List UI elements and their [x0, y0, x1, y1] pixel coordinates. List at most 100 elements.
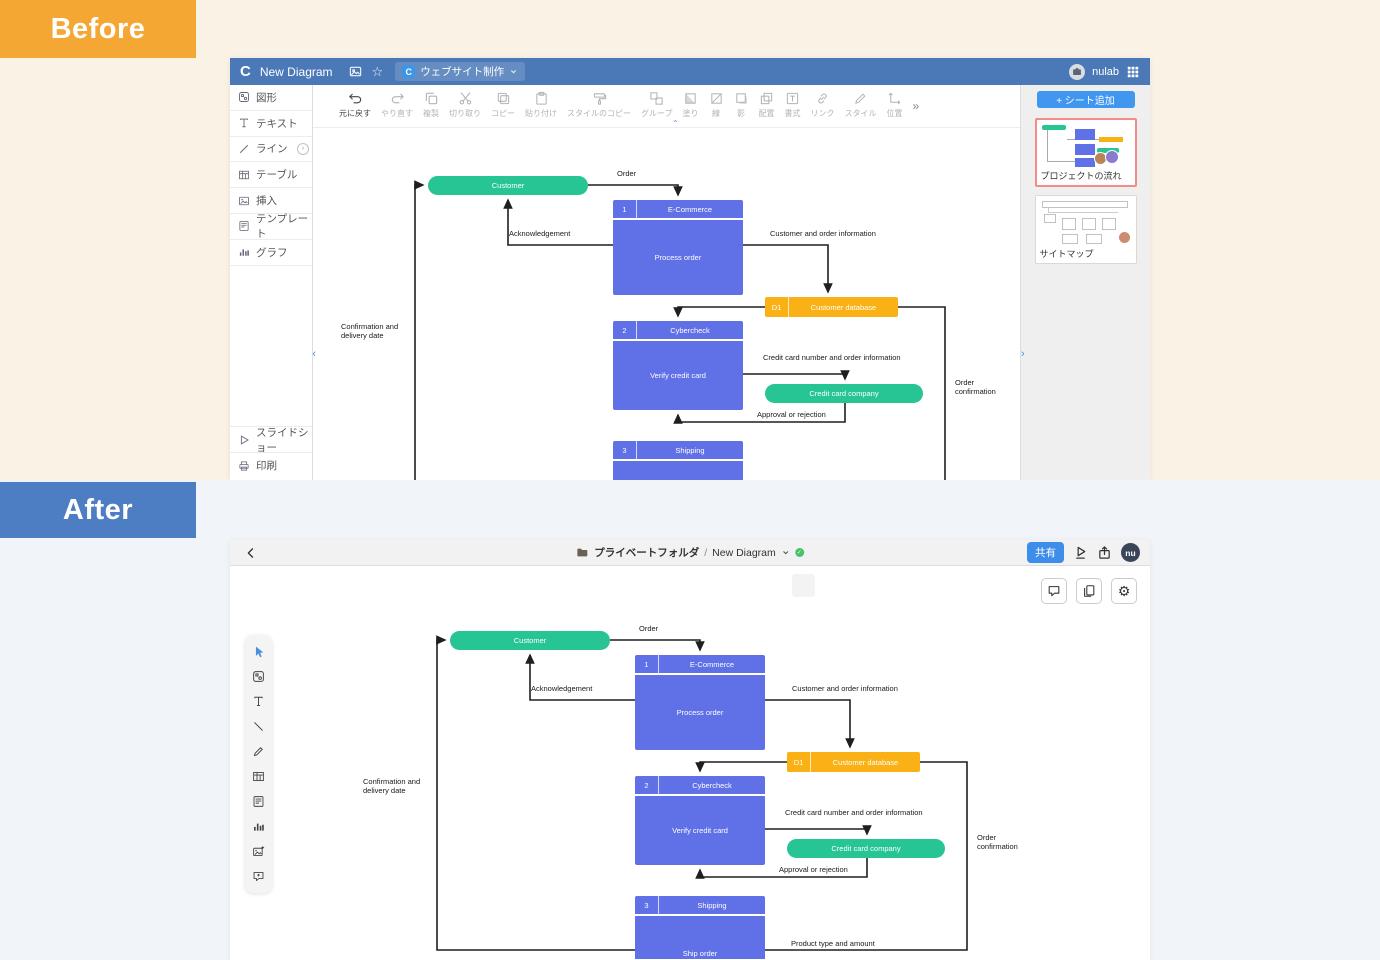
- presentation-play-icon[interactable]: [1073, 545, 1088, 560]
- toolbar-copy-style-button[interactable]: スタイルのコピー: [567, 91, 631, 119]
- sidebar-item-chart[interactable]: グラフ: [230, 240, 312, 266]
- sheet-thumbnail-project-flow[interactable]: プロジェクトの流れ: [1034, 118, 1137, 187]
- toolbar-undo-button[interactable]: 元に戻す: [339, 91, 371, 119]
- sheet-thumbnail-sitemap[interactable]: サイトマップ: [1034, 195, 1137, 264]
- flow-node-credit-card-company[interactable]: Credit card company: [765, 384, 923, 403]
- toolbar-shadow-button[interactable]: 影: [734, 91, 749, 119]
- sidebar-item-slideshow[interactable]: スライドショー: [230, 426, 312, 454]
- sheets-button[interactable]: [1076, 578, 1102, 604]
- flow-node-ecommerce[interactable]: 1 E-Commerce Process order: [613, 200, 743, 295]
- flow-node-customer-database[interactable]: D1 Customer database: [765, 297, 898, 317]
- toolbar-group-button[interactable]: グループ: [641, 91, 673, 119]
- pen-tool[interactable]: [245, 739, 272, 764]
- edge-label-customer-info[interactable]: Customer and order information: [770, 229, 876, 238]
- edge-label-product-type[interactable]: Product type and amount: [791, 939, 875, 948]
- sidebar-item-print[interactable]: 印刷: [230, 452, 312, 478]
- flow-node-customer[interactable]: Customer: [450, 631, 610, 650]
- edge-label-acknowledgement[interactable]: Acknowledgement: [509, 229, 571, 238]
- flow-node-customer[interactable]: Customer: [428, 176, 588, 195]
- line-tool[interactable]: [245, 714, 272, 739]
- collapse-sheets-chevron[interactable]: ›: [1021, 348, 1025, 360]
- edge-label-order[interactable]: Order: [639, 624, 659, 633]
- nulab-account-badge[interactable]: nu: [1121, 543, 1140, 562]
- toolbar-link-button[interactable]: リンク: [811, 91, 835, 119]
- edge-label-approval[interactable]: Approval or rejection: [779, 865, 848, 874]
- export-icon[interactable]: [1097, 545, 1112, 560]
- edge-label-confirmation-date[interactable]: Confirmation and delivery date: [363, 777, 421, 796]
- flow-node-customer-database[interactable]: D1 Customer database: [787, 752, 920, 772]
- toolbar-fill-button[interactable]: 塗り: [683, 91, 699, 119]
- image-icon: [239, 196, 249, 205]
- settings-button[interactable]: ⚙: [1111, 578, 1137, 604]
- node-number: 2: [613, 321, 637, 339]
- sidebar-item-table[interactable]: テーブル: [230, 162, 312, 189]
- toolbar-cut-button[interactable]: 切り取り: [449, 91, 481, 119]
- avatar[interactable]: [1069, 63, 1086, 80]
- sidebar-item-shapes[interactable]: 図形: [230, 85, 312, 111]
- node-title: Cybercheck: [670, 325, 710, 335]
- cacoo-badge-icon: C: [402, 65, 416, 78]
- toolbar-duplicate-button[interactable]: 複製: [423, 91, 439, 119]
- cover-image-icon[interactable]: [348, 64, 363, 79]
- diagram-title[interactable]: New Diagram: [712, 546, 776, 559]
- legacy-canvas[interactable]: Customer 1 E-Commerce Process order D1 C…: [313, 128, 1020, 480]
- toolbar-format-button[interactable]: 書式: [785, 91, 801, 119]
- sidebar-item-line[interactable]: ライン ›: [230, 137, 312, 163]
- sidebar-item-insert[interactable]: 挿入: [230, 188, 312, 214]
- toolbar-arrange-button[interactable]: 配置: [759, 91, 775, 119]
- node-number: 1: [635, 655, 659, 673]
- flow-node-cybercheck[interactable]: 2 Cybercheck Verify credit card: [613, 321, 743, 410]
- flow-node-ecommerce[interactable]: 1 E-Commerce Process order: [635, 655, 765, 750]
- flow-node-shipping[interactable]: 3 Shipping Ship order: [613, 441, 743, 480]
- star-icon[interactable]: ☆: [371, 64, 384, 79]
- toolbar-copy-button[interactable]: コピー: [491, 91, 515, 119]
- toolbar-paste-button[interactable]: 貼り付け: [525, 91, 557, 119]
- edge-label-cc-number[interactable]: Credit card number and order information: [763, 353, 901, 362]
- edge-label-customer-info[interactable]: Customer and order information: [792, 684, 898, 693]
- edge-label-acknowledgement[interactable]: Acknowledgement: [531, 684, 593, 693]
- comments-button[interactable]: [1041, 578, 1067, 604]
- printer-icon: [239, 461, 249, 471]
- edge-label-cc-number[interactable]: Credit card number and order information: [785, 808, 923, 817]
- share-button[interactable]: 共有: [1027, 542, 1064, 563]
- edge-label-confirmation-date[interactable]: Confirmation and delivery date: [341, 322, 399, 341]
- toolbar-style-button[interactable]: スタイル: [845, 91, 877, 119]
- edge-label-approval[interactable]: Approval or rejection: [757, 410, 826, 419]
- table-tool[interactable]: [245, 764, 272, 789]
- sidebar-item-text[interactable]: テキスト: [230, 111, 312, 137]
- back-chevron-icon[interactable]: [245, 547, 257, 559]
- sidebar-item-template[interactable]: テンプレート: [230, 213, 312, 240]
- collapse-sidebar-chevron[interactable]: ‹: [312, 348, 316, 360]
- chevron-down-icon[interactable]: [781, 548, 790, 557]
- image-tool[interactable]: [245, 839, 272, 864]
- toolbar-collapse-caret[interactable]: ⌃: [672, 119, 679, 128]
- toolbar-more-button[interactable]: »: [912, 99, 920, 113]
- add-sheet-button[interactable]: + シート追加: [1036, 91, 1135, 108]
- new-canvas[interactable]: ⚙: [230, 566, 1150, 959]
- chevron-down-icon: [511, 70, 517, 74]
- flow-node-cybercheck[interactable]: 2 Cybercheck Verify credit card: [635, 776, 765, 865]
- chevron-right-icon[interactable]: ›: [297, 142, 309, 155]
- flow-node-shipping[interactable]: 3 Shipping Ship order: [635, 896, 765, 959]
- edge-label-order-confirmation[interactable]: Order confirmation: [977, 833, 1018, 852]
- after-section: After プライベートフォルダ / New Diagram ✓ 共有: [0, 480, 1380, 960]
- toolbar-line-style-button[interactable]: 線: [709, 91, 724, 119]
- toolbar-redo-button[interactable]: やり直す: [381, 91, 413, 119]
- shapes-tool[interactable]: [245, 664, 272, 689]
- folder-name[interactable]: プライベートフォルダ: [594, 547, 700, 559]
- username: nulab: [1092, 65, 1119, 78]
- text-tool[interactable]: [245, 689, 272, 714]
- template-tool[interactable]: [245, 789, 272, 814]
- sheet-tab[interactable]: C ウェブサイト制作: [395, 62, 526, 81]
- chart-tool[interactable]: [245, 814, 272, 839]
- flow-node-credit-card-company[interactable]: Credit card company: [787, 839, 945, 858]
- toolbar-position-button[interactable]: 位置: [887, 91, 903, 119]
- edge-label-order[interactable]: Order: [617, 169, 637, 178]
- node-title: E-Commerce: [689, 659, 735, 669]
- edge-label-order-confirmation[interactable]: Order confirmation: [955, 378, 996, 397]
- apps-grid-icon[interactable]: [1126, 65, 1140, 79]
- comment-tool[interactable]: [245, 864, 272, 889]
- legacy-toolbar: 元に戻す やり直す 複製 切り取り: [313, 85, 1020, 128]
- comment-plus-icon: [253, 871, 264, 882]
- select-tool[interactable]: [245, 639, 272, 664]
